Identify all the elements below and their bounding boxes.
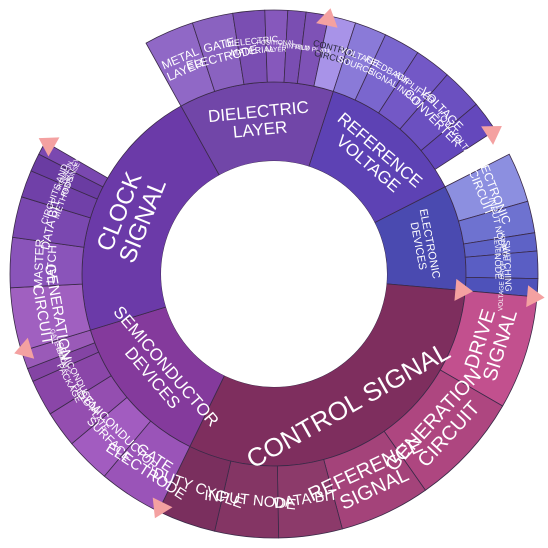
selection-marker (481, 126, 502, 145)
center-hole (161, 161, 387, 387)
outer-label-dielectric-material: DIELECTRICMATERIAL (225, 34, 281, 59)
outer-label-thin-film: THIN FILM (278, 42, 310, 52)
outer-label-master-latch: MASTERLATCH (31, 238, 60, 289)
selection-marker (454, 278, 473, 301)
outer-segment-low-voltage[interactable] (420, 103, 496, 170)
outer-ring (9, 9, 539, 539)
selection-marker (526, 285, 545, 308)
inner-ring (81, 81, 467, 467)
inner-label-dielectric-layer: DIELECTRICLAYER (207, 98, 311, 144)
selection-marker (14, 337, 35, 359)
outer-segment-duty-cycle[interactable] (38, 141, 109, 188)
selection-marker (38, 137, 60, 157)
selection-marker (316, 8, 338, 28)
outer-label-voltage-drop: VOLTAGE DROP (497, 261, 507, 312)
outer-label-voltage-level: VOLTAGELEVEL (491, 231, 508, 263)
selection-marker (152, 497, 173, 519)
selection-markers (14, 8, 545, 519)
outer-label-switching-node: SWITCHINGNODE (492, 240, 513, 292)
